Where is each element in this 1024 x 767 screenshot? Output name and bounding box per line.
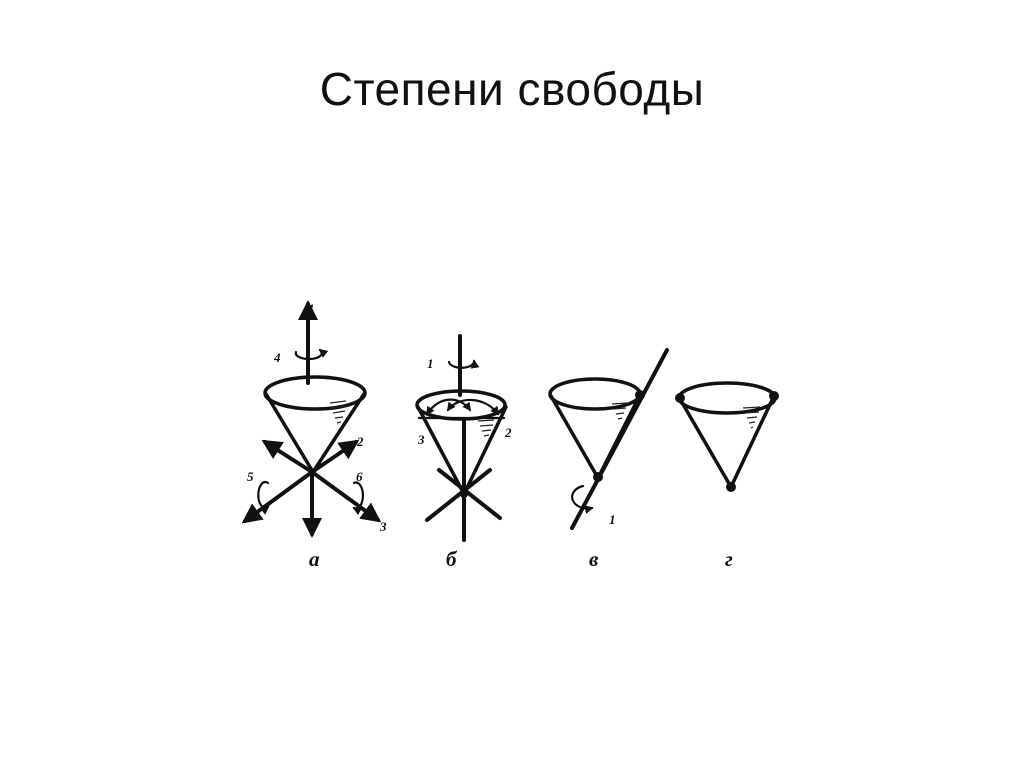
label-a-6: 6 bbox=[356, 469, 363, 484]
figure-v: 1 в bbox=[548, 348, 669, 571]
rotation-arrows-b bbox=[425, 359, 500, 416]
cone-b bbox=[415, 389, 508, 496]
rotation-arrow-v bbox=[571, 484, 594, 514]
label-a-1: 1 bbox=[308, 301, 315, 316]
label-a-3: 3 bbox=[379, 519, 387, 534]
label-b-3: 3 bbox=[417, 432, 425, 447]
cone-g bbox=[675, 381, 779, 492]
label-v-1: 1 bbox=[609, 512, 616, 527]
rotation-arrows-a bbox=[257, 348, 364, 516]
label-b-1: 1 bbox=[427, 356, 434, 371]
figure-g: г bbox=[675, 381, 779, 571]
axes-b bbox=[425, 334, 502, 542]
label-a-4: 4 bbox=[273, 350, 281, 365]
slide-title: Степени свободы bbox=[319, 63, 705, 115]
axes-a bbox=[241, 300, 382, 538]
caption-b: б bbox=[446, 547, 458, 571]
figure-a: 1 4 2 5 6 3 а bbox=[241, 300, 387, 571]
axis-v bbox=[570, 348, 669, 530]
caption-a: а bbox=[309, 547, 320, 571]
caption-g: г bbox=[725, 547, 733, 571]
label-a-2: 2 bbox=[356, 434, 364, 449]
label-a-5: 5 bbox=[247, 469, 254, 484]
cone-a bbox=[263, 375, 367, 474]
label-b-2: 2 bbox=[504, 425, 512, 440]
caption-v: в bbox=[589, 547, 599, 571]
figure-b: 1 3 2 б bbox=[415, 334, 512, 571]
